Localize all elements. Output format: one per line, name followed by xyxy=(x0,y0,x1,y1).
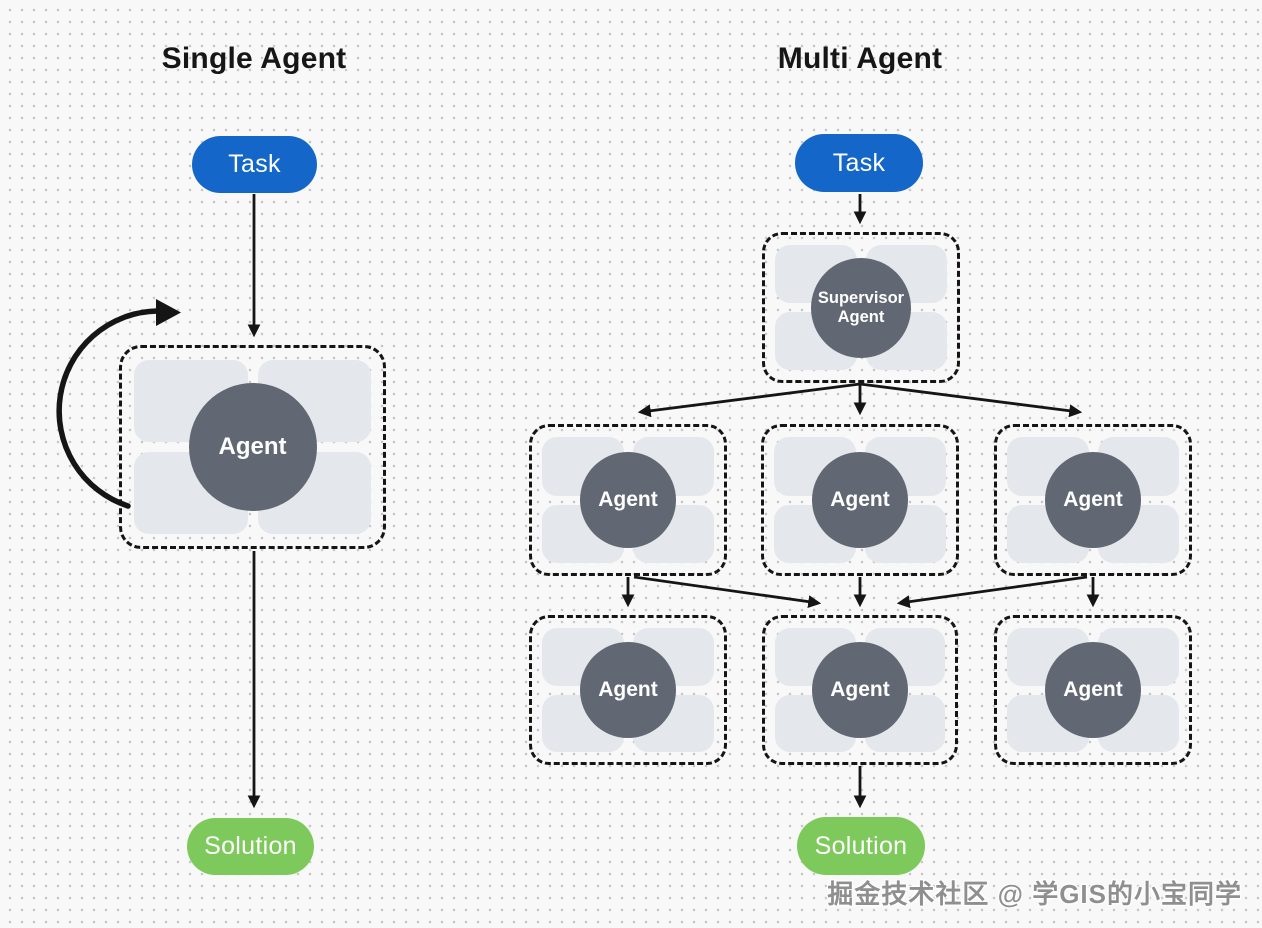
single-agent-title: Single Agent xyxy=(161,42,347,75)
agent-circle: Agent xyxy=(1045,642,1141,738)
arrow-agent1-to-agent5 xyxy=(633,575,822,609)
supervisor-agent-box: Supervisor Agent xyxy=(762,232,960,383)
self-loop-arrowhead xyxy=(156,299,181,326)
task-label: Task xyxy=(832,148,886,177)
agent-box-middle-1: Agent xyxy=(529,424,727,576)
supervisor-label: Supervisor Agent xyxy=(817,288,905,326)
agent-box-bottom-3: Agent xyxy=(994,615,1192,765)
solution-label: Solution xyxy=(204,832,297,860)
agent-circle: Agent xyxy=(1045,452,1141,548)
agent-label: Agent xyxy=(1063,488,1123,511)
supervisor-circle: Supervisor Agent xyxy=(811,257,911,358)
arrow-agent3-to-agent5 xyxy=(896,575,1088,609)
agent-label: Agent xyxy=(1063,678,1123,701)
agent-box-bottom-2: Agent xyxy=(762,615,958,765)
agent-label: Agent xyxy=(218,433,287,460)
agent-circle: Agent xyxy=(812,452,908,548)
agent-box-middle-3: Agent xyxy=(994,424,1192,576)
task-node-multi: Task xyxy=(795,134,923,192)
arrow-supervisor-to-agent3 xyxy=(859,382,1083,418)
agent-box-bottom-1: Agent xyxy=(529,615,727,765)
agent-circle: Agent xyxy=(580,452,676,548)
task-label: Task xyxy=(228,150,281,178)
single-agent-box: Agent xyxy=(119,345,386,549)
multi-agent-title: Multi Agent xyxy=(777,42,943,75)
agent-label: Agent xyxy=(598,488,658,511)
agent-circle: Agent xyxy=(188,383,317,511)
task-node-single: Task xyxy=(192,136,317,193)
agent-box-middle-2: Agent xyxy=(761,424,959,576)
agent-label: Agent xyxy=(830,488,890,511)
agent-label: Agent xyxy=(830,678,890,701)
watermark-text: 掘金技术社区 @ 学GIS的小宝同学 xyxy=(827,879,1242,909)
arrow-supervisor-to-agent1 xyxy=(637,382,861,418)
solution-node-single: Solution xyxy=(187,818,314,875)
solution-node-multi: Solution xyxy=(797,817,925,875)
solution-label: Solution xyxy=(814,831,908,860)
agent-circle: Agent xyxy=(580,642,676,738)
agent-label: Agent xyxy=(598,678,658,701)
agent-circle: Agent xyxy=(812,642,908,738)
